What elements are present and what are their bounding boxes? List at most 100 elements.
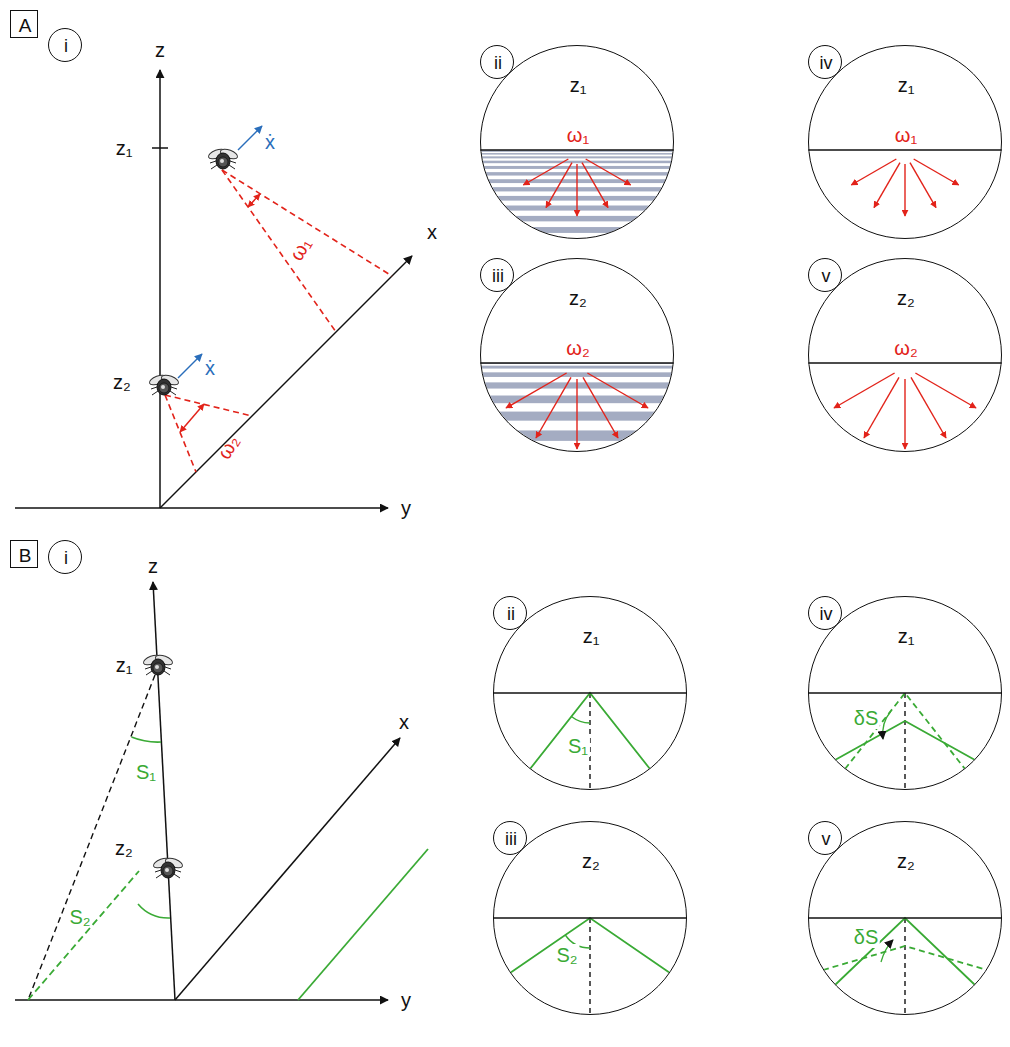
axis-label: z₁ [116, 655, 133, 675]
view-circle: z₂S₂ [493, 821, 687, 1015]
horizon-line [480, 362, 673, 364]
panel-label-circle: v [808, 258, 842, 292]
view-circle: z₂ω₂ [808, 258, 1002, 452]
panel-label: i [64, 37, 68, 55]
horizon-line [808, 362, 1001, 364]
angle-arc [138, 904, 170, 918]
velocity-label: ẋ [205, 358, 215, 378]
panel-label-circle: v [808, 821, 842, 855]
panel-label: A [19, 16, 32, 35]
ground-stripe [28, 871, 139, 1000]
view-scene [480, 363, 674, 449]
angle-label: S₂ [69, 907, 90, 927]
view-scene [510, 918, 670, 1015]
flow-vector [834, 373, 895, 408]
flow-vector [904, 164, 905, 216]
flow-vector [911, 377, 946, 438]
panel-label-circle: ii [493, 596, 527, 630]
panel-label-circle: iii [480, 258, 514, 292]
angle-label: S₁ [136, 762, 156, 782]
velocity-arrow [178, 126, 262, 378]
panel-letter-box: B [10, 540, 38, 568]
panel-letter-box: A [10, 10, 38, 38]
angle-label: ω₂ [566, 338, 589, 358]
flow-vector [506, 373, 567, 408]
horizon-line [808, 692, 1002, 694]
stripe-projection [845, 693, 965, 769]
axis-label: z₂ [113, 372, 131, 392]
angle-change-arrow [883, 711, 891, 739]
angle-label: ω₁ [286, 234, 315, 263]
flow-vector [587, 373, 648, 408]
panel-b-axes [15, 582, 400, 1000]
flow-vector [904, 379, 905, 449]
altitude-label: z₁ [570, 75, 587, 95]
ground-stripe [480, 150, 674, 152]
view-circle: z₁S₁ [493, 596, 687, 790]
panel-label-circle: iv [808, 45, 842, 79]
fly-icon [152, 856, 184, 878]
ground-stripe [298, 849, 428, 1000]
stripe-projection [823, 946, 987, 970]
axis-label: z₁ [116, 138, 133, 158]
angle-label: δS [852, 707, 880, 729]
panel-label: ii [494, 54, 502, 72]
panel-label-circle: iii [493, 821, 527, 855]
axis-label: y [401, 498, 411, 518]
panel-label: i [64, 549, 68, 567]
stripe-projection [835, 918, 975, 985]
ground-stripe [480, 156, 674, 158]
ground-stripe [480, 216, 674, 221]
altitude-label: z₂ [897, 851, 915, 871]
altitude-label: z₁ [898, 75, 915, 95]
angle-arc [571, 717, 590, 723]
panel-label: v [822, 830, 831, 848]
view-scene [823, 918, 987, 1015]
panel-label: iii [505, 830, 517, 848]
panel-label: iii [492, 267, 504, 285]
angle-label: ω₁ [567, 125, 589, 145]
view-circle: z₂ δS [808, 821, 1002, 1015]
axis-label: x [399, 712, 409, 732]
sight-line [28, 675, 155, 1000]
view-circle: z₁ω₁ [808, 45, 1002, 239]
panel-label: ii [507, 605, 515, 623]
panel-label-circle: iv [808, 596, 842, 630]
axis-label: y [401, 990, 411, 1010]
ground-stripe [480, 161, 674, 164]
ground-stripe [480, 227, 674, 233]
angle-label: S₁ [566, 735, 590, 757]
panel-label: B [19, 546, 32, 565]
fly-icon [148, 373, 180, 395]
panel-label: iv [820, 605, 833, 623]
flow-vector [546, 163, 572, 208]
flow-vector [915, 373, 976, 408]
altitude-label: z₁ [898, 626, 915, 646]
view-scene [480, 150, 674, 233]
horizon-line [480, 149, 673, 151]
flow-vector [586, 159, 631, 185]
panel-label: v [822, 267, 831, 285]
altitude-label: z₂ [569, 288, 587, 308]
midline [589, 918, 590, 1015]
ground-stripe [480, 153, 674, 155]
angle-change-arrow [881, 940, 893, 962]
angle-arc [132, 737, 162, 742]
view-scene [835, 693, 975, 790]
view-scene [530, 693, 650, 790]
panel-a-axes [15, 70, 412, 508]
flow-vector [536, 377, 571, 438]
view-circle: z₁ δS [808, 596, 1002, 790]
panel-label: iv [820, 54, 833, 72]
horizon-line [808, 149, 1001, 151]
flow-vector [576, 379, 577, 449]
fly-icon [207, 147, 239, 169]
axis-label: z [148, 556, 158, 576]
view-illustrations [480, 150, 1002, 1015]
altitude-label: z₂ [897, 288, 915, 308]
angle-label: δS [852, 926, 880, 948]
stripe-projection [510, 918, 670, 973]
ground-stripe [480, 150, 674, 152]
